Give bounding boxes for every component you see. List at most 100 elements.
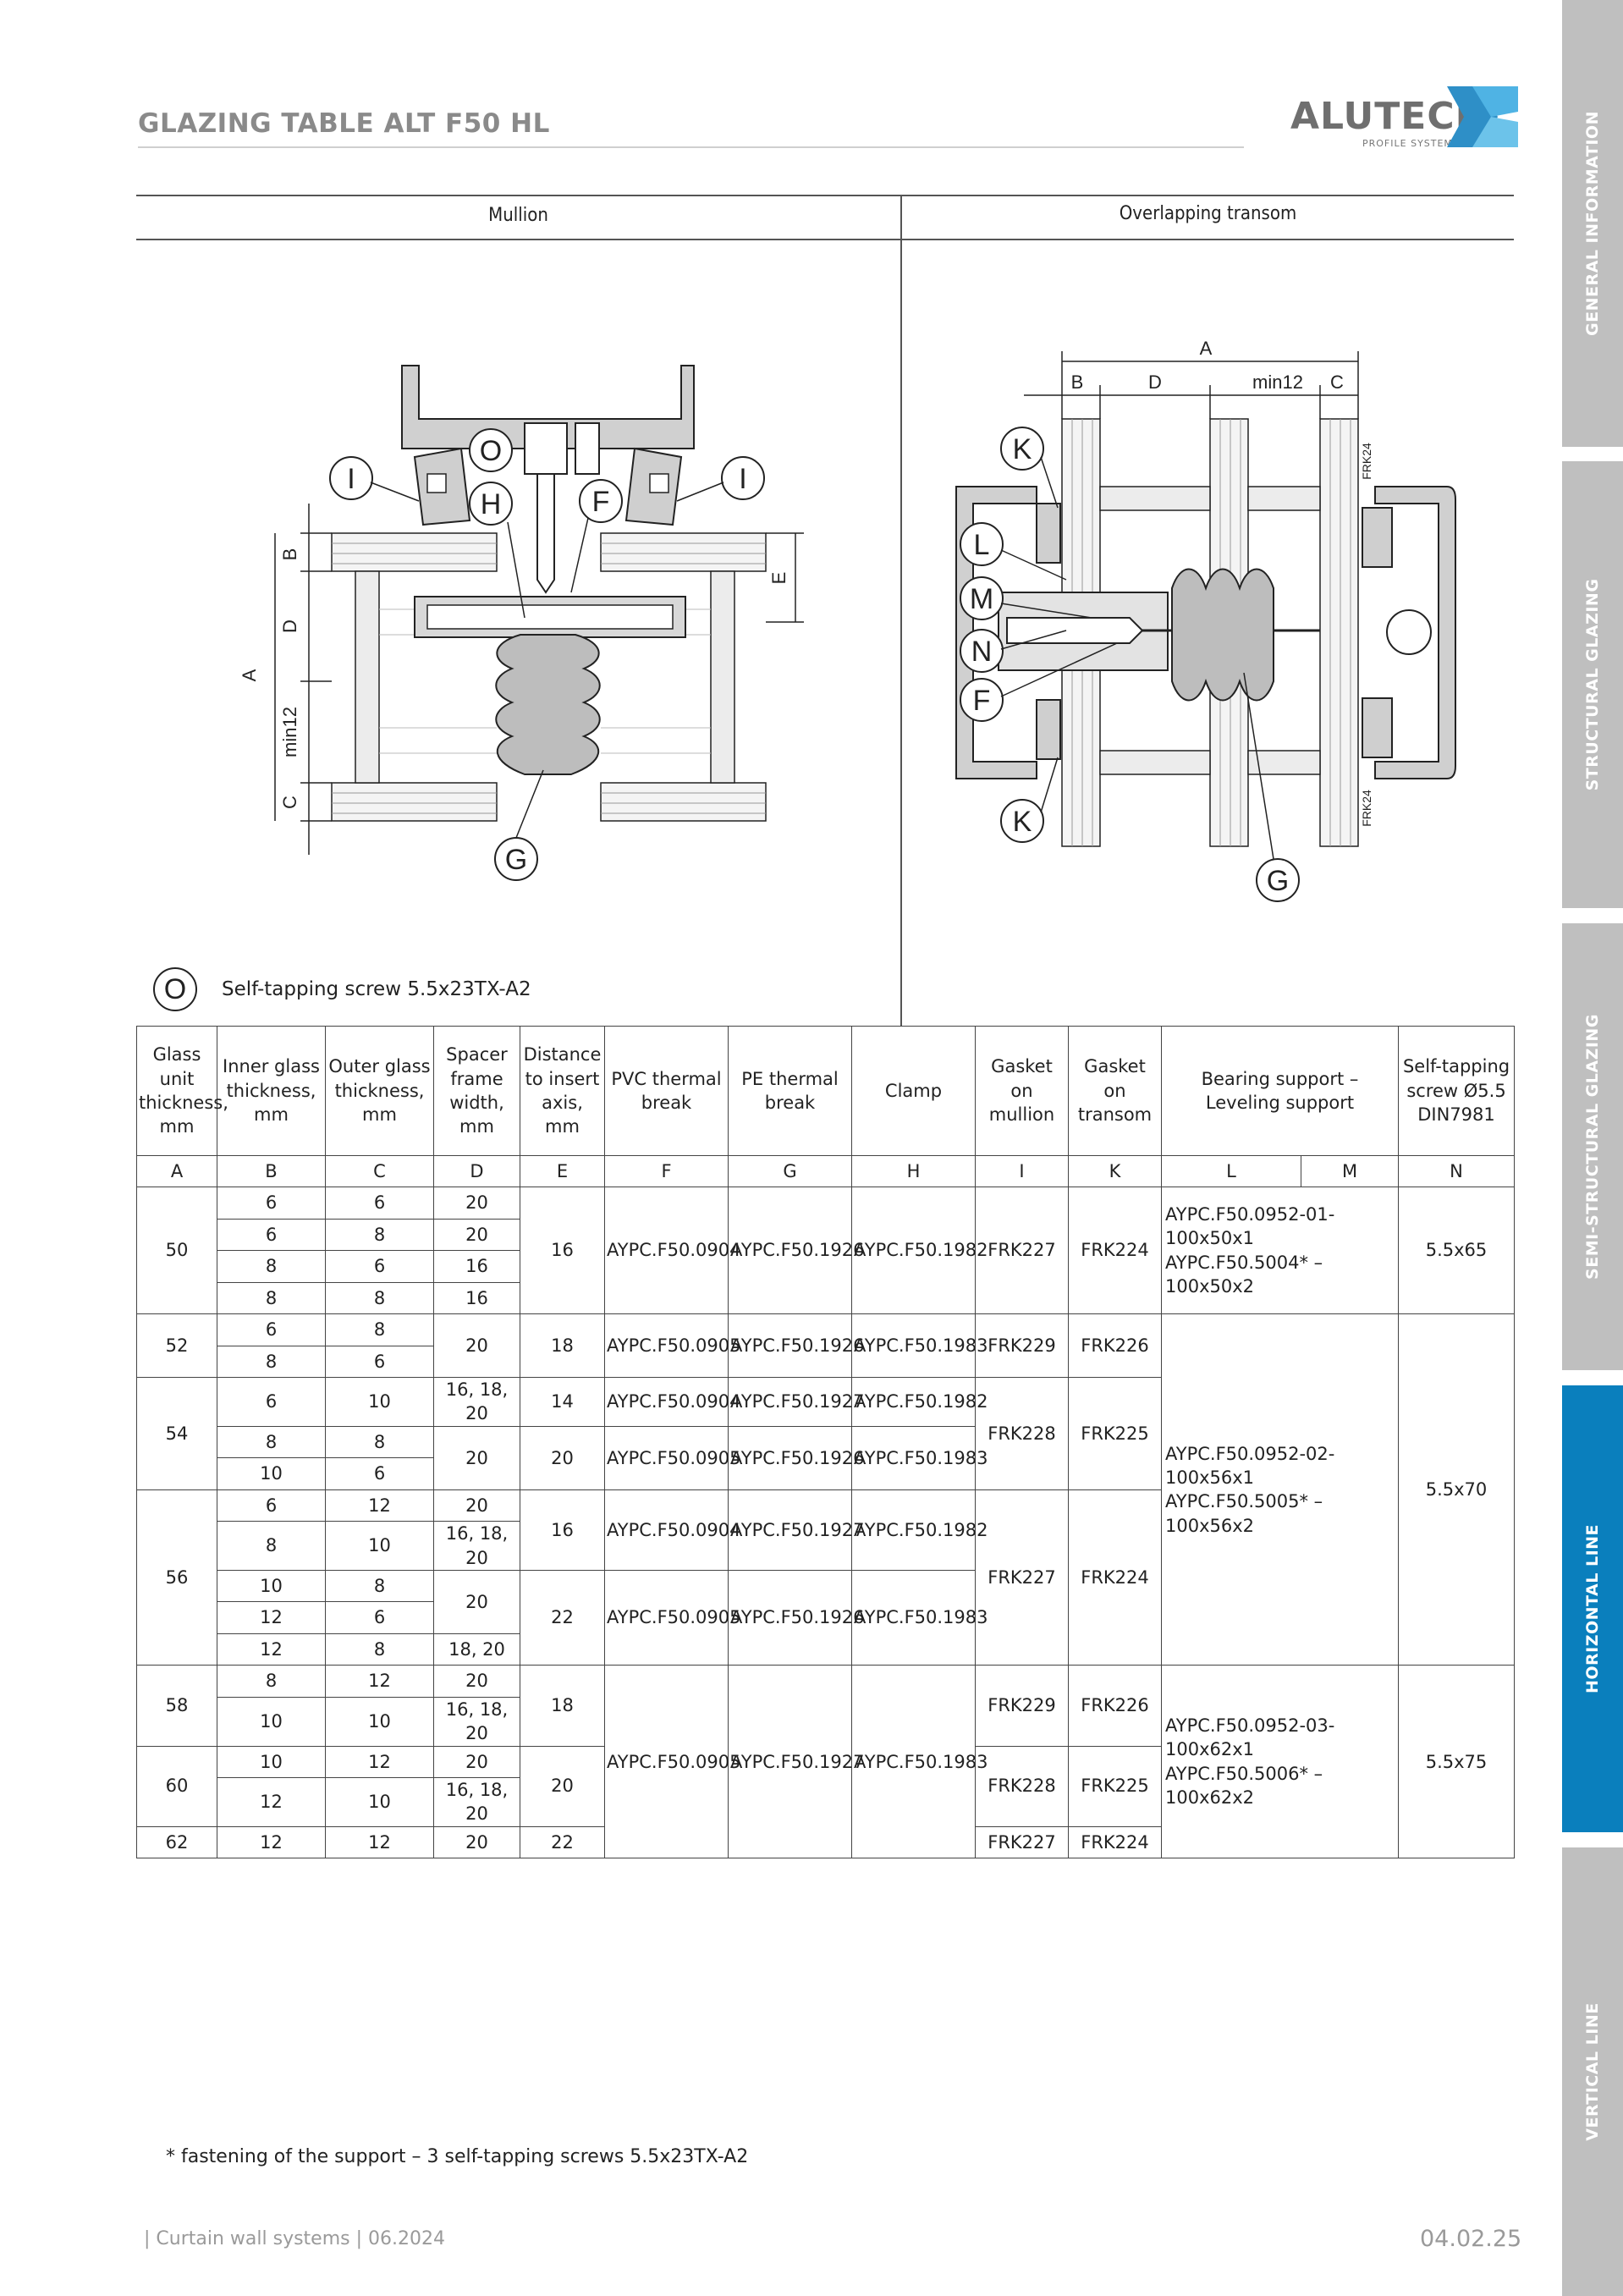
mullion-dim-e: E — [768, 572, 789, 585]
transom-dim-c: C — [1330, 372, 1344, 393]
header-spacer: Spacer frame width, mm — [433, 1026, 520, 1156]
support-line: AYPC.F50.5006* – 100x62x2 — [1165, 1763, 1323, 1809]
cell: FRK227 — [975, 1489, 1069, 1666]
table-row: 12 8 18, 20 — [137, 1633, 1515, 1666]
cell: 6 — [217, 1377, 326, 1427]
tab-vertical-line[interactable]: VERTICAL LINE — [1562, 1847, 1623, 2296]
cell: 20 — [433, 1665, 520, 1698]
support-line: AYPC.F50.0952-01-100x50x1 — [1165, 1203, 1335, 1249]
table-row: 62 12 12 20 22 FRK227 FRK224 — [136, 1825, 1515, 1859]
cell: 20 — [520, 1745, 605, 1827]
letter-cell: M — [1300, 1155, 1400, 1187]
letter-cell: N — [1398, 1155, 1516, 1187]
cell: AYPC.F50.1926 — [728, 1187, 864, 1314]
header-distance: Distance to insert axis, mm — [520, 1026, 605, 1156]
header-gasket-mullion: Gasket on mullion — [975, 1026, 1069, 1156]
transom-callout-k-bottom: K — [1013, 806, 1032, 838]
cell: AYPC.F50.1927 — [728, 1489, 864, 1571]
mullion-section-drawing: I O H F I G A B D min12 C E — [239, 365, 804, 881]
drawing-frame-top — [136, 195, 1514, 196]
cell: FRK224 — [1068, 1489, 1162, 1666]
cell: 18, 20 — [433, 1633, 520, 1666]
transom-section-drawing: K L M N F K G A B D min12 C FRK24 FRK24 — [955, 338, 1456, 902]
table-row: 12 10 16, 18, 20 — [137, 1777, 1515, 1827]
cell: AYPC.F50.1926 — [728, 1425, 864, 1490]
cell: 20 — [433, 1187, 520, 1220]
logo-subtitle: PROFILE SYSTEMS — [1362, 138, 1460, 149]
cell: 20 — [433, 1825, 520, 1859]
cell: 8 — [217, 1665, 326, 1698]
letter-cell: C — [325, 1155, 434, 1187]
support-line: AYPC.F50.5005* – 100x56x2 — [1165, 1491, 1323, 1536]
transom-dim-a: A — [1200, 338, 1213, 359]
cell: 10 — [217, 1745, 326, 1779]
letter-cell: F — [604, 1155, 729, 1187]
transom-frk-label-top: FRK24 — [1360, 443, 1373, 480]
table-row: 8 6 16 — [137, 1250, 1515, 1283]
cell: 10 — [217, 1696, 326, 1747]
transom-dim-d: D — [1148, 372, 1162, 393]
tab-semi-structural-glazing[interactable]: SEMI-STRUCTURAL GLAZING — [1562, 923, 1623, 1370]
cell: 8 — [217, 1425, 326, 1459]
transom-callout-l: L — [974, 529, 990, 561]
cell: FRK227 — [975, 1187, 1069, 1314]
table-row: 54 6 10 16, 18, 20 14 AYPC.F50.0904 AYPC… — [136, 1377, 1515, 1490]
tab-structural-glazing[interactable]: STRUCTURAL GLAZING — [1562, 461, 1623, 908]
mullion-callout-h: H — [481, 488, 502, 520]
mullion-callout-i-right: I — [739, 463, 746, 495]
cell: 20 — [433, 1218, 520, 1251]
cell: FRK224 — [1068, 1187, 1162, 1314]
cell: 8 — [217, 1345, 326, 1378]
cell: 6 — [325, 1250, 434, 1283]
cell: 12 — [325, 1489, 434, 1522]
header-bearing-support: Bearing support – Leveling support — [1160, 1026, 1400, 1156]
table-row: 52 6 8 20 18 AYPC.F50.0905 AYPC.F50.1926… — [136, 1313, 1516, 1666]
mullion-dim-b: B — [279, 548, 300, 561]
cell: 56 — [136, 1489, 217, 1666]
cell: AYPC.F50.1982 — [851, 1187, 988, 1314]
header-clamp: Clamp — [851, 1026, 976, 1156]
cell: 62 — [136, 1825, 217, 1859]
cell: 52 — [136, 1313, 217, 1378]
table-row: 12 6 — [137, 1601, 1515, 1634]
mullion-callout-g: G — [505, 844, 527, 876]
legend-text: Self-tapping screw 5.5x23TX-A2 — [222, 978, 531, 1000]
cell: 50 — [136, 1187, 217, 1314]
letter-cell: E — [520, 1155, 605, 1187]
letter-cell: K — [1068, 1155, 1162, 1187]
cell: 22 — [520, 1569, 605, 1666]
footer-left: | Curtain wall systems | 06.2024 — [144, 2228, 445, 2249]
tab-horizontal-line[interactable]: HORIZONTAL LINE — [1562, 1385, 1623, 1832]
mullion-dim-min: min12 — [279, 707, 300, 757]
header-pvc: PVC thermal break — [604, 1026, 729, 1156]
cell: AYPC.F50.0904 — [604, 1187, 740, 1314]
cell: 16 — [433, 1250, 520, 1283]
tab-general-information[interactable]: GENERAL INFORMATION — [1562, 0, 1623, 447]
cell: 8 — [325, 1281, 434, 1314]
cell: 8 — [325, 1425, 434, 1459]
cell: AYPC.F50.0905 — [604, 1665, 740, 1859]
cell: 10 — [325, 1377, 434, 1427]
cell: FRK224 — [1068, 1825, 1162, 1859]
transom-callout-k-top: K — [1013, 433, 1032, 465]
cell: 6 — [325, 1345, 434, 1378]
cell: AYPC.F50.1983 — [851, 1313, 988, 1378]
cell: AYPC.F50.0905 — [604, 1569, 740, 1666]
cell: 6 — [325, 1457, 434, 1490]
transom-dim-min: min12 — [1252, 372, 1303, 393]
table-row: 60 10 12 20 20 FRK228 FRK225 — [136, 1745, 1515, 1827]
cell: 16, 18, 20 — [433, 1521, 520, 1571]
header-gasket-transom: Gasket on transom — [1068, 1026, 1162, 1156]
cell: 8 — [325, 1569, 434, 1603]
cell: AYPC.F50.0905 — [604, 1313, 740, 1378]
letter-cell: H — [851, 1155, 976, 1187]
cell: 60 — [136, 1745, 217, 1827]
mullion-heading: Mullion — [488, 205, 548, 226]
cell: 6 — [217, 1187, 326, 1220]
page-title: GLAZING TABLE ALT F50 HL — [138, 108, 550, 139]
transom-callout-m: M — [970, 583, 993, 615]
table-row: 10 6 — [137, 1457, 1515, 1490]
table-row: 50 6 6 20 16 AYPC.F50.0904 AYPC.F50.1926… — [136, 1187, 1516, 1314]
cell: 10 — [325, 1777, 434, 1827]
cell: 12 — [325, 1825, 434, 1859]
